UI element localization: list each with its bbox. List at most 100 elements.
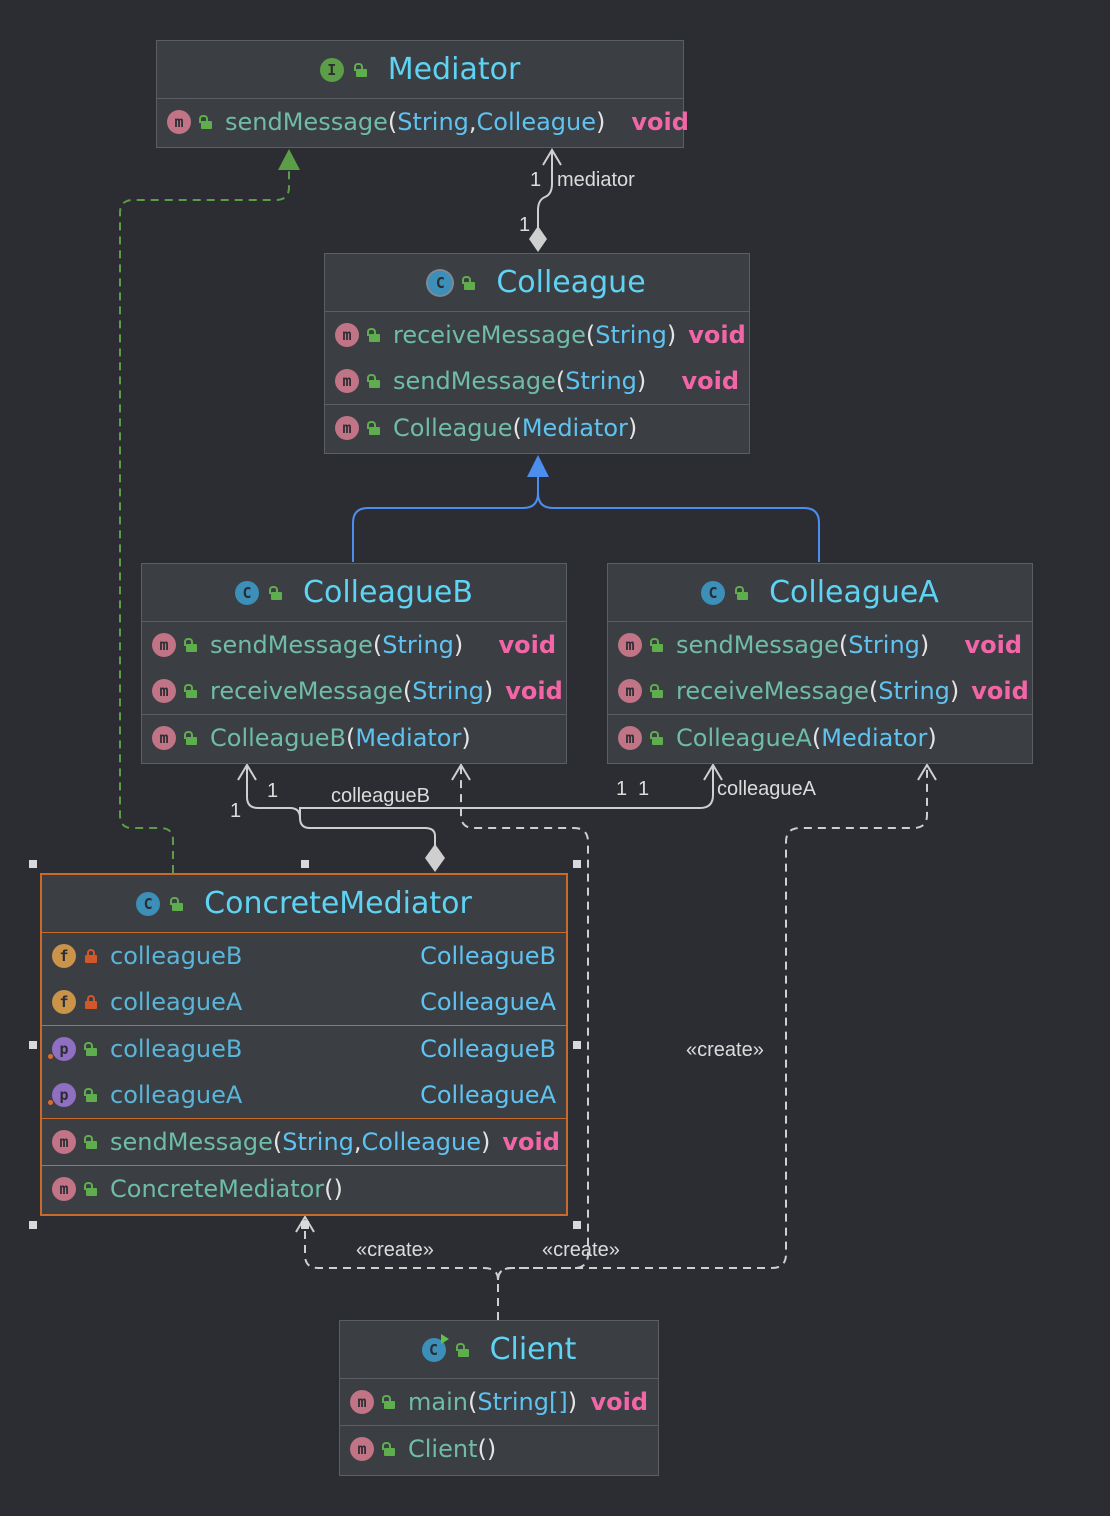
- field-row[interactable]: f colleagueB ColleagueB: [42, 933, 566, 979]
- interface-icon: I: [319, 57, 344, 82]
- public-visibility-icon: [650, 638, 664, 652]
- public-visibility-icon: [455, 1342, 470, 1357]
- class-icon: C: [235, 580, 260, 605]
- concrete-mediator-class-box[interactable]: C ConcreteMediator f colleagueB Colleagu…: [40, 873, 568, 1216]
- field-icon: f: [52, 944, 76, 968]
- method-row[interactable]: m sendMessage(String) void: [325, 358, 749, 404]
- public-visibility-icon: [650, 731, 664, 745]
- public-visibility-icon: [84, 1182, 98, 1196]
- create-arrowhead-concrete-mediator: [295, 1215, 315, 1233]
- method-row[interactable]: m receiveMessage(String) void: [325, 312, 749, 358]
- method-name: sendMessage: [393, 367, 556, 395]
- colleagueA-class-box[interactable]: C ColleagueA m sendMessage(String) void …: [607, 563, 1033, 764]
- mediator-role-label: mediator: [557, 169, 635, 191]
- resize-handle[interactable]: [29, 1221, 37, 1229]
- constructor-row[interactable]: m ColleagueB(Mediator): [142, 715, 566, 761]
- field-icon: f: [52, 990, 76, 1014]
- concrete-mediator-composition-diamond: [425, 844, 445, 872]
- resize-handle[interactable]: [573, 1041, 581, 1049]
- property-row[interactable]: p colleagueB ColleagueB: [42, 1026, 566, 1072]
- param-type: String: [878, 677, 950, 705]
- mediator-title: Mediator: [387, 52, 521, 87]
- public-visibility-icon: [84, 1135, 98, 1149]
- param-type: String: [397, 108, 469, 136]
- method-icon: m: [152, 726, 176, 750]
- return-type: void: [631, 108, 689, 136]
- constructor-name: Colleague: [393, 414, 513, 442]
- method-row[interactable]: m receiveMessage(String) void: [608, 668, 1032, 714]
- concrete-mediator-title: ConcreteMediator: [204, 886, 472, 921]
- field-type: ColleagueB: [420, 942, 556, 970]
- public-visibility-icon: [367, 328, 381, 342]
- method-row[interactable]: m sendMessage(String) void: [608, 622, 1032, 668]
- private-visibility-icon: [84, 949, 98, 963]
- colleagueB-association-arrowhead: [237, 763, 257, 781]
- resize-handle[interactable]: [29, 1041, 37, 1049]
- param-type: String: [412, 677, 484, 705]
- resize-handle[interactable]: [573, 1221, 581, 1229]
- method-row[interactable]: m sendMessage(String, Colleague) void: [157, 99, 689, 145]
- abstract-method-icon: m: [167, 110, 191, 134]
- mediator-multiplicity-label: 1: [530, 169, 542, 191]
- private-visibility-icon: [84, 995, 98, 1009]
- constructor-row[interactable]: m ColleagueA(Mediator): [608, 715, 1032, 761]
- public-visibility-icon: [382, 1395, 396, 1409]
- field-type: ColleagueA: [420, 988, 556, 1016]
- method-name: sendMessage: [210, 631, 373, 659]
- resize-handle[interactable]: [573, 860, 581, 868]
- create-label-colleagueB: «create»: [542, 1239, 620, 1261]
- colleague-class-box[interactable]: C Colleague m receiveMessage(String) voi…: [324, 253, 750, 454]
- constructor-row[interactable]: m Client(): [340, 1426, 658, 1472]
- method-name: receiveMessage: [676, 677, 869, 705]
- constructor-name: Client: [408, 1435, 478, 1463]
- method-name: sendMessage: [225, 108, 388, 136]
- colleagueA-association-arrowhead: [703, 763, 723, 781]
- create-label-colleagueA: «create»: [686, 1039, 764, 1061]
- constructor-name: ColleagueA: [676, 724, 812, 752]
- resize-handle[interactable]: [301, 860, 309, 868]
- inheritance-edge-a: [537, 492, 820, 562]
- param-type: String: [565, 367, 637, 395]
- mediator-class-box[interactable]: I Mediator m sendMessage(String, Colleag…: [156, 40, 689, 148]
- property-name: colleagueA: [110, 1081, 243, 1109]
- return-type: void: [505, 677, 563, 705]
- param-type: String[]: [477, 1388, 568, 1416]
- colleagueB-multiplicity-label: 1: [267, 780, 279, 802]
- return-type: void: [681, 367, 739, 395]
- create-arrowhead-colleagueA: [917, 763, 937, 781]
- public-visibility-icon: [382, 1442, 396, 1456]
- return-type: void: [502, 1128, 560, 1156]
- public-visibility-icon: [462, 275, 476, 290]
- method-row[interactable]: m main(String[]) void: [340, 1379, 658, 1425]
- constructor-row[interactable]: m Colleague(Mediator): [325, 405, 749, 451]
- return-type: void: [971, 677, 1029, 705]
- field-name: colleagueA: [110, 988, 243, 1016]
- method-name: receiveMessage: [393, 321, 586, 349]
- static-method-icon: m: [350, 1390, 374, 1414]
- colleagueB-class-box[interactable]: C ColleagueB m sendMessage(String) void …: [141, 563, 567, 764]
- public-visibility-icon: [353, 62, 368, 77]
- method-icon: m: [152, 679, 176, 703]
- method-row[interactable]: m sendMessage(String, Colleague) void: [42, 1119, 566, 1165]
- colleagueA-multiplicity-label: 1: [638, 778, 650, 800]
- inheritance-edge-b: [352, 475, 539, 562]
- resize-handle[interactable]: [301, 1221, 309, 1229]
- realization-edge: [119, 168, 290, 873]
- method-name: main: [408, 1388, 468, 1416]
- method-row[interactable]: m sendMessage(String) void: [142, 622, 566, 668]
- constructor-row[interactable]: m ConcreteMediator(): [42, 1166, 566, 1212]
- method-row[interactable]: m receiveMessage(String) void: [142, 668, 566, 714]
- constructor-name: ConcreteMediator: [110, 1175, 325, 1203]
- mediator-source-multiplicity-label: 1: [519, 214, 531, 236]
- colleagueA-source-multiplicity-label: 1: [616, 778, 628, 800]
- mediator-association-edge: [537, 151, 553, 230]
- resize-handle[interactable]: [29, 860, 37, 868]
- property-row[interactable]: p colleagueA ColleagueA: [42, 1072, 566, 1118]
- public-visibility-icon: [170, 896, 184, 911]
- property-icon: p: [48, 1083, 76, 1107]
- client-class-box[interactable]: C Client m main(String[]) void m Client(…: [339, 1320, 659, 1476]
- field-name: colleagueB: [110, 942, 243, 970]
- colleagueA-association-edge: [299, 767, 714, 818]
- abstract-class-icon: C: [428, 270, 453, 295]
- field-row[interactable]: f colleagueA ColleagueA: [42, 979, 566, 1025]
